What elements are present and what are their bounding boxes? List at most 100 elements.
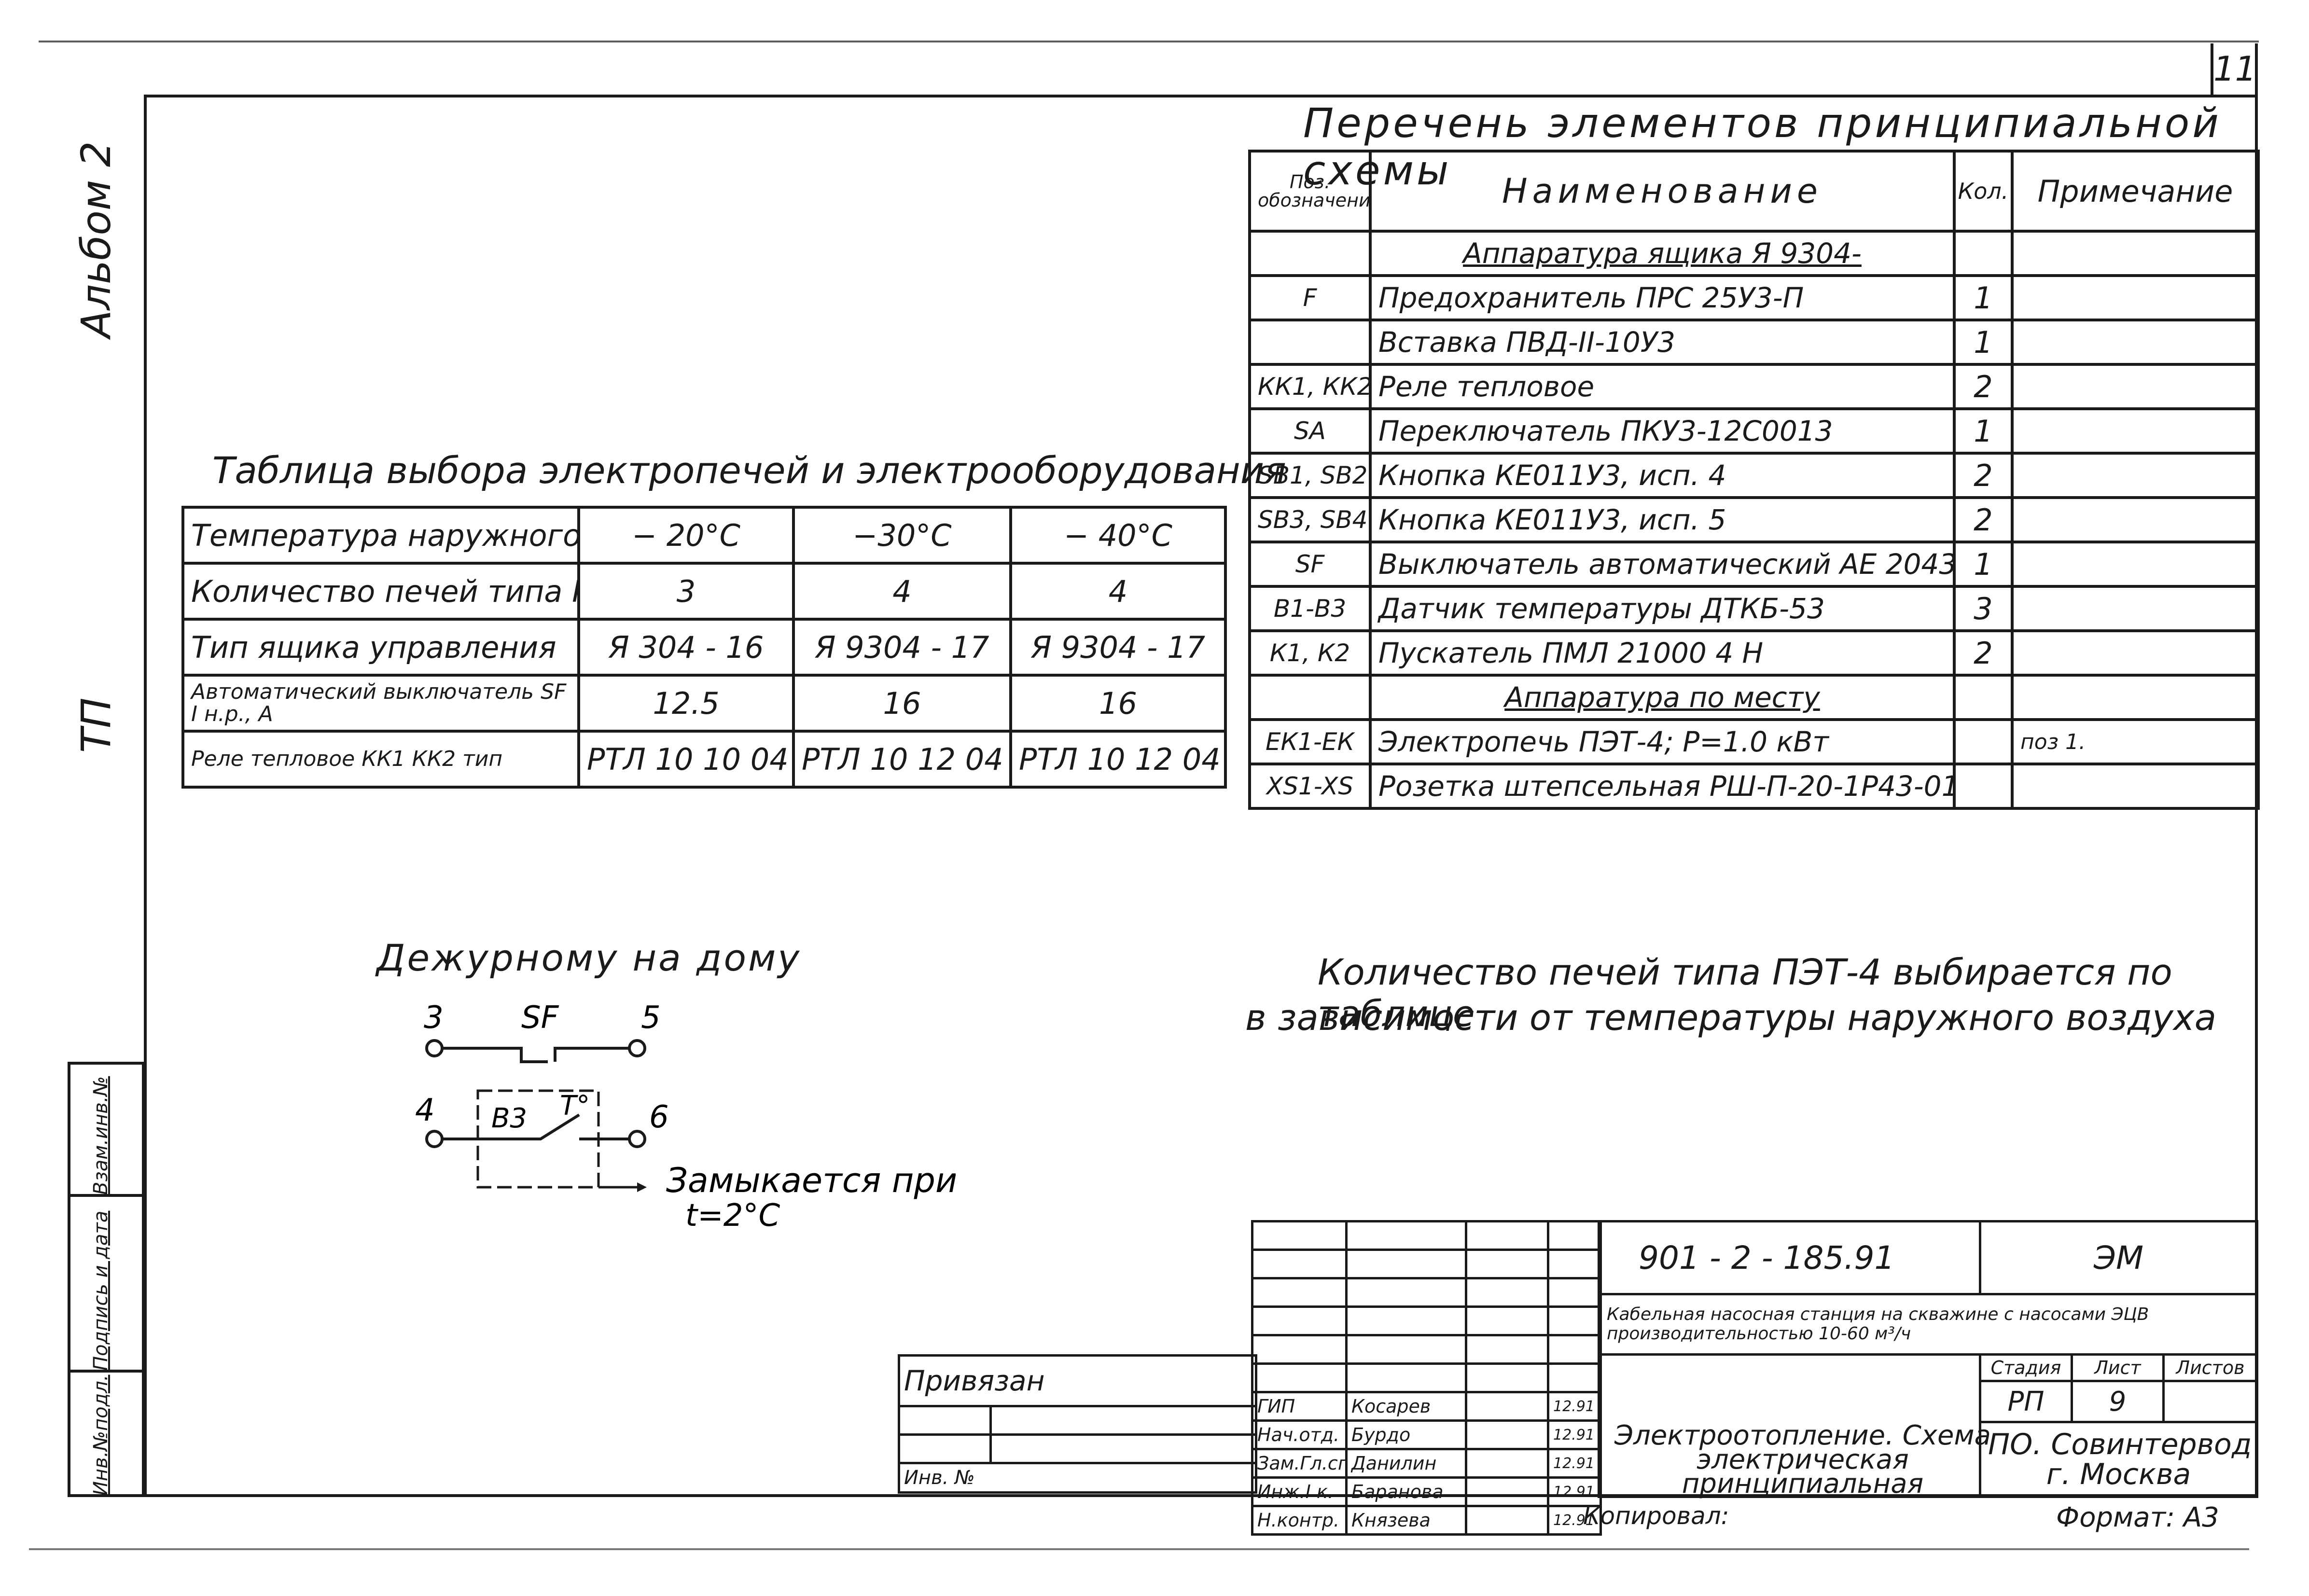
role-row: Нач.отд.Бурдо 12.91 [1251,1419,1602,1450]
table-row: Привязан [897,1354,1258,1407]
item-name: Вставка ПВД-II-10У3 [1369,319,1956,366]
sheet-code: ЭМ [1980,1220,2258,1295]
item-name: Выключатель автоматический АЕ 2043, Iн.р… [1369,541,1956,588]
label-5: 5 [641,1000,661,1036]
doc-code: 901 - 2 - 185.91 [1598,1220,1981,1295]
table-row [898,1405,1258,1436]
title-block-main: 901 - 2 - 185.91 ЭМ Кабельная насосная с… [1598,1220,2258,1498]
table-row: Температура наружного воздуха − 20°C −30… [181,506,1227,565]
table-row: Инв. № [897,1462,1258,1494]
table-row [1251,1334,1602,1365]
role-role: Инж.I к. [1251,1476,1348,1507]
item-designation: F [1248,274,1372,321]
bound-label: Привязан [897,1354,1258,1407]
header-qty: Кол. [1953,150,2014,233]
item-designation: SA [1248,407,1372,455]
signature-cell [1465,1448,1549,1479]
item-note [2011,274,2260,321]
label-3: 3 [424,1000,444,1036]
table-row: ПО. Совинтервод г. Москва [1599,1421,2258,1498]
item-designation: SB1, SB2 [1248,452,1372,499]
role-name: Данилин [1345,1448,1467,1479]
sensor-arrow [637,1182,647,1192]
stamp-cell-sign: Подпись и дата [68,1194,145,1373]
item-designation: К1, К2 [1248,629,1372,677]
item-note [2011,407,2260,455]
item-designation: SF [1248,541,1372,588]
header-designation: Поз. обозначение [1248,150,1372,233]
table-row [1251,1305,1602,1336]
row-label: Тип ящика управления [181,618,580,677]
terminal-3 [425,1039,444,1057]
organization-cell: ПО. Совинтервод г. Москва [1979,1421,2258,1498]
label-temp: T° [560,1090,590,1122]
table-header: Поз. обозначение Наименование Кол. Приме… [1248,150,2260,233]
table-row [1251,1362,1602,1393]
item-name: Кнопка КЕ011У3, исп. 5 [1369,496,1956,543]
item-name: Электропечь ПЭТ-4; Р=1.0 кВт [1369,718,1956,765]
table-row: РП 9 [1599,1380,2258,1423]
item-qty [1953,230,2014,277]
item-name: Розетка штепсельная РШ-П-20-1Р43-01-10/2… [1369,763,1956,810]
blank-cell [1598,1353,1981,1498]
item-designation: ЕК1-ЕК [1248,718,1372,765]
item-note [2011,319,2260,366]
closes-note-line2: t=2°C [685,1198,780,1234]
header-name: Наименование [1369,150,1956,233]
item-qty [1953,763,2014,810]
terminal-6 [628,1130,646,1148]
list-item: Аппаратура по месту [1248,674,2260,721]
table-row: Реле тепловое КК1 КК2 тип РТЛ 10 10 04 Р… [181,730,1227,789]
item-designation: В1-В3 [1248,585,1372,632]
role-date: 12.91 [1547,1419,1602,1450]
frame-bottom [68,1494,2258,1497]
role-name: Бурдо [1345,1419,1467,1450]
frame-left [144,95,147,1496]
row-label: Автоматический выключатель SF I н.р., А [181,674,580,733]
list-item: Аппаратура ящика Я 9304- [1248,230,2260,277]
inv-label: Инв. № [897,1462,1258,1494]
item-qty: 2 [1953,452,2014,499]
item-note [2011,230,2260,277]
note-line1: Количество печей типа ПЭТ-4 выбирается п… [1318,952,2172,1035]
item-note [2011,629,2260,677]
role-date: 12.91 [1547,1505,1602,1536]
role-date: 12.91 [1547,1391,1602,1422]
selection-table-title: Таблица выбора электропечей и электрообо… [212,449,1286,492]
signature-cell [1465,1505,1549,1536]
role-role: Нач.отд. [1251,1419,1348,1450]
terminal-5 [628,1039,646,1057]
tp-label: ТП [72,697,120,753]
item-designation: XS1-XS [1248,763,1372,810]
item-name: Пускатель ПМЛ 21000 4 Н [1369,629,1956,677]
circuit-title: Дежурному на дому [376,936,802,979]
table-row: Кабельная насосная станция на скважине с… [1598,1293,2258,1356]
item-qty [1953,718,2014,765]
item-name: Предохранитель ПРС 25У3-П [1369,274,1956,321]
item-designation [1248,319,1372,366]
item-note [2011,585,2260,632]
item-designation [1248,674,1372,721]
table-row: Тип ящика управления Я 304 - 16 Я 9304 -… [181,618,1227,677]
item-qty: 2 [1953,363,2014,410]
sheet-label: Лист [2071,1353,2165,1382]
signature-cell [1465,1391,1549,1422]
sheet-value: 9 [2071,1380,2165,1423]
item-note [2011,541,2260,588]
frame-top [145,95,2258,97]
role-name: Косарев [1345,1391,1467,1422]
item-qty: 3 [1953,585,2014,632]
title-block-binding: Привязан Инв. № [897,1354,1258,1494]
table-row: Стадия Лист Листов [1598,1353,2258,1498]
